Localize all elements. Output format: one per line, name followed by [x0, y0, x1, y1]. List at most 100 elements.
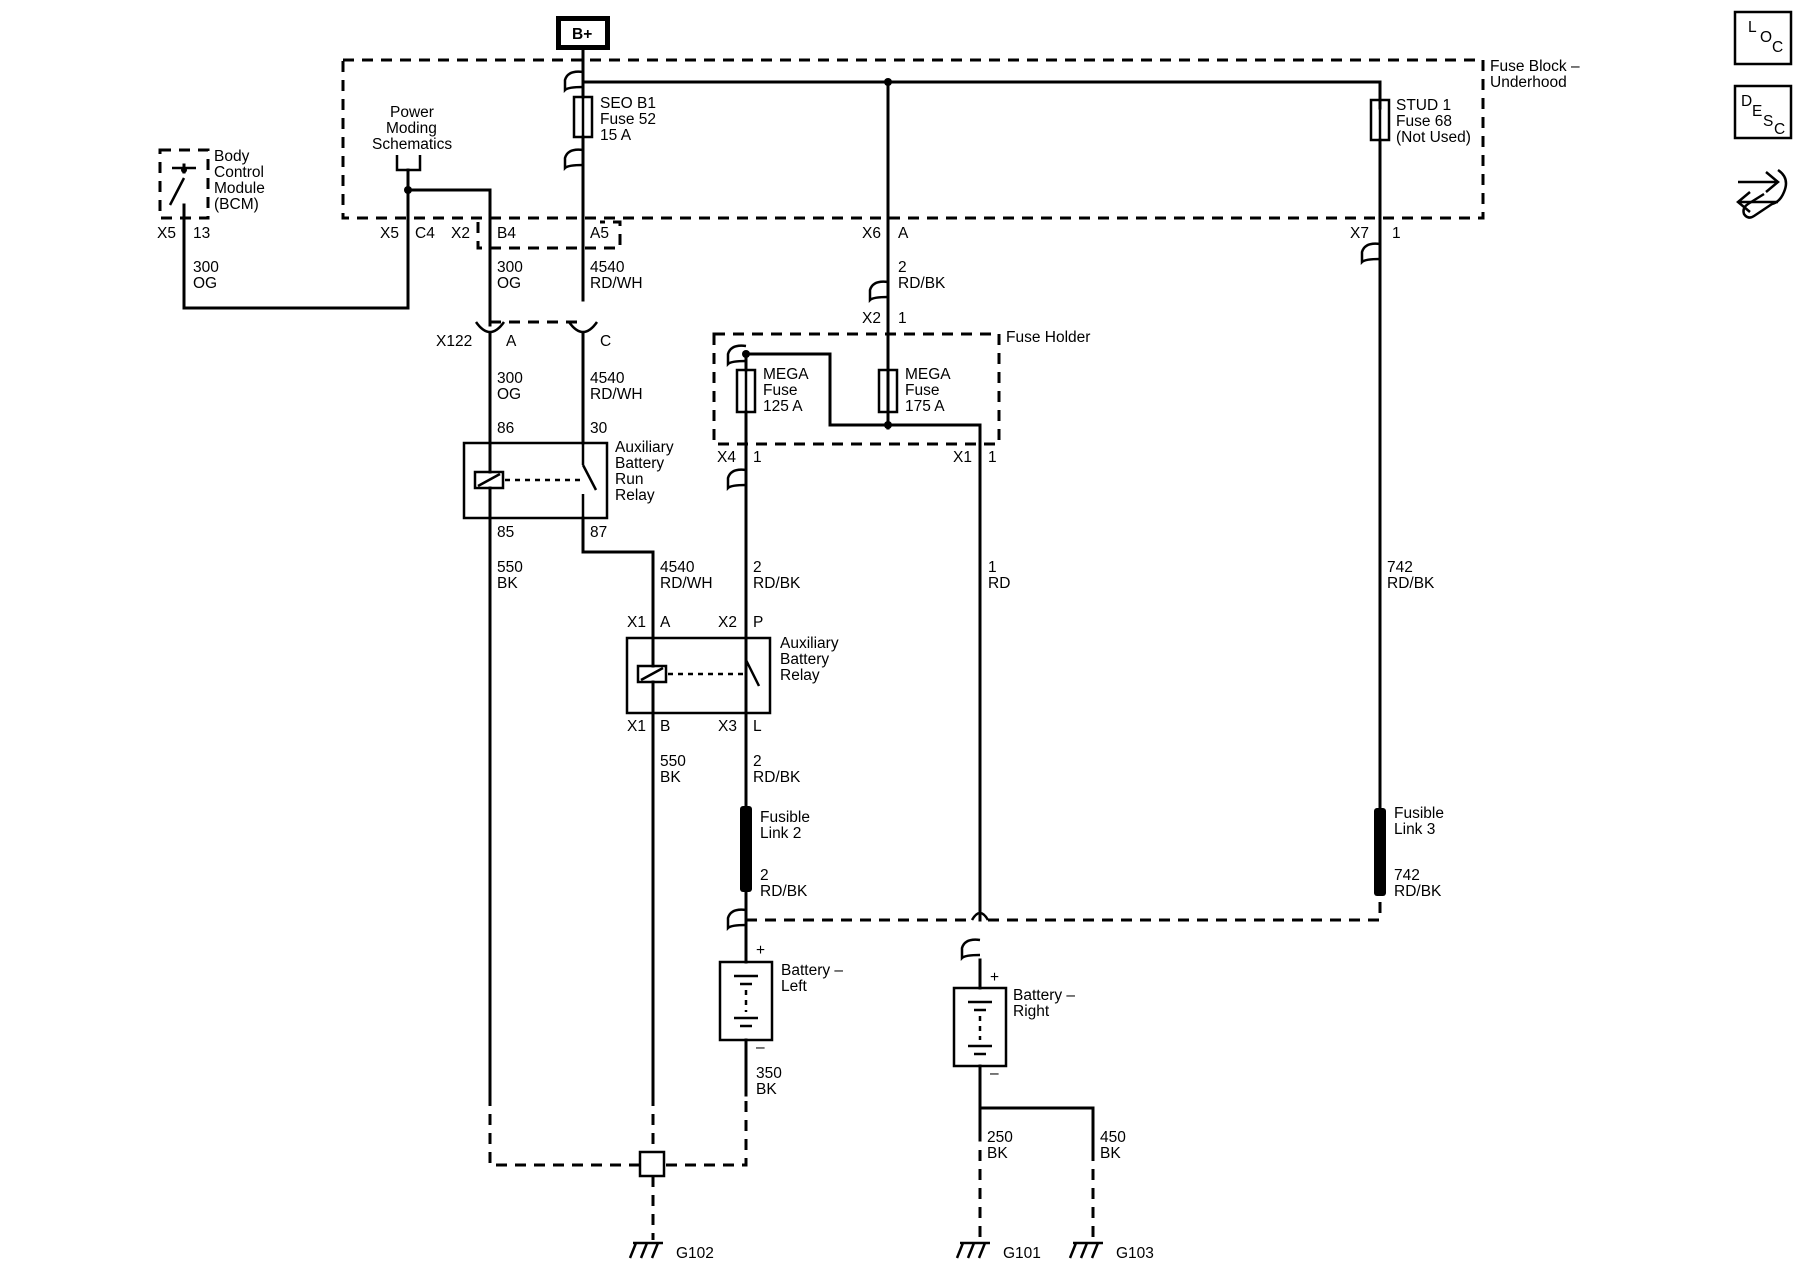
svg-text:X1: X1: [627, 718, 646, 735]
top-bus-wire: [581, 48, 1382, 110]
svg-text:X2: X2: [862, 310, 881, 327]
svg-text:RD/BK: RD/BK: [753, 769, 801, 786]
ground-splice-box: [638, 1150, 666, 1178]
svg-text:O: O: [1760, 29, 1772, 46]
svg-text:RD/BK: RD/BK: [898, 275, 946, 292]
svg-text:Run: Run: [615, 471, 643, 488]
svg-text:742: 742: [1394, 867, 1420, 884]
svg-text:RD: RD: [988, 575, 1010, 592]
svg-text:C: C: [1772, 39, 1783, 56]
svg-text:125 A: 125 A: [763, 398, 803, 415]
svg-text:MEGA: MEGA: [763, 366, 809, 383]
connector-hook: [563, 70, 584, 94]
svg-text:1: 1: [988, 449, 997, 466]
svg-text:Battery: Battery: [780, 651, 829, 668]
auxiliary-battery-run-relay: 86 30 85 87 Auxiliary Battery Run Relay: [462, 420, 674, 541]
connector-hook: [868, 280, 889, 304]
svg-text:X5: X5: [157, 225, 176, 242]
svg-text:Relay: Relay: [615, 487, 655, 504]
bidirectional-arrow-wrench-icon[interactable]: [1736, 168, 1788, 219]
svg-text:300: 300: [497, 370, 523, 387]
svg-text:X1: X1: [953, 449, 972, 466]
svg-text:Moding: Moding: [386, 120, 437, 137]
svg-text:Battery: Battery: [615, 455, 664, 472]
svg-text:Fuse: Fuse: [905, 382, 939, 399]
svg-text:X122: X122: [436, 333, 472, 350]
svg-text:X2: X2: [451, 225, 470, 242]
svg-text:Control: Control: [214, 164, 264, 181]
svg-text:742: 742: [1387, 559, 1413, 576]
svg-text:C: C: [1774, 121, 1785, 138]
svg-text:G102: G102: [676, 1245, 714, 1262]
desc-button[interactable]: D E S C: [1733, 84, 1793, 140]
svg-text:BK: BK: [1100, 1145, 1121, 1162]
fuse-stud-1: STUD 1 Fuse 68 (Not Used): [1369, 97, 1471, 810]
svg-text:RD/BK: RD/BK: [760, 883, 808, 900]
wire-hop: [970, 911, 990, 921]
x122-connector-c: [567, 321, 599, 334]
svg-text:Fuse Holder: Fuse Holder: [1006, 329, 1090, 346]
svg-text:OG: OG: [193, 275, 217, 292]
svg-text:B4: B4: [497, 225, 516, 242]
svg-text:OG: OG: [497, 275, 521, 292]
svg-text:1: 1: [898, 310, 907, 327]
svg-text:A5: A5: [590, 225, 609, 242]
svg-text:4540: 4540: [590, 370, 625, 387]
svg-text:S: S: [1763, 113, 1773, 130]
svg-text:RD/BK: RD/BK: [753, 575, 801, 592]
fusible-link-3: Fusible Link 3 742 RD/BK: [1374, 805, 1444, 900]
svg-text:Fuse 52: Fuse 52: [600, 111, 656, 128]
svg-text:15 A: 15 A: [600, 127, 632, 144]
svg-text:RD/BK: RD/BK: [1387, 575, 1435, 592]
fuse-block-label-2: Underhood: [1490, 74, 1567, 91]
svg-text:Link 2: Link 2: [760, 825, 801, 842]
power-moding-label: Power: [390, 104, 434, 121]
svg-text:Link 3: Link 3: [1394, 821, 1435, 838]
svg-text:2: 2: [753, 559, 762, 576]
svg-text:1: 1: [988, 559, 997, 576]
svg-text:C: C: [600, 333, 611, 350]
svg-text:13: 13: [193, 225, 210, 242]
connector-hook: [726, 908, 747, 932]
svg-text:Auxiliary: Auxiliary: [615, 439, 674, 456]
mega-fuse-175a: MEGA Fuse 175 A: [877, 366, 951, 429]
svg-text:–: –: [756, 1039, 765, 1056]
svg-text:2: 2: [898, 259, 907, 276]
svg-text:P: P: [753, 614, 763, 631]
loc-button[interactable]: L O C: [1733, 10, 1793, 66]
svg-text:RD/WH: RD/WH: [590, 275, 643, 292]
fuse-block-label: Fuse Block –: [1490, 58, 1580, 75]
fuse-holder-boundary: [712, 332, 1001, 446]
bcm-switch: [168, 163, 196, 220]
ground-dashed-link: [488, 1095, 748, 1167]
svg-text:Right: Right: [1013, 1003, 1050, 1020]
svg-text:Fuse: Fuse: [763, 382, 797, 399]
ground-g103-icon: G103: [1068, 1241, 1154, 1262]
svg-text:1: 1: [1392, 225, 1401, 242]
svg-text:RD/WH: RD/WH: [590, 386, 643, 403]
power-moding-connector: [395, 155, 422, 172]
wire-300-og-b4: [406, 168, 492, 327]
svg-text:C4: C4: [415, 225, 435, 242]
svg-text:4540: 4540: [660, 559, 695, 576]
svg-text:175 A: 175 A: [905, 398, 945, 415]
svg-text:SEO B1: SEO B1: [600, 95, 656, 112]
svg-text:450: 450: [1100, 1129, 1126, 1146]
dashed-cross-link: [746, 896, 1382, 922]
svg-text:550: 550: [497, 559, 523, 576]
svg-text:300: 300: [193, 259, 219, 276]
x122-connector-a: [474, 321, 506, 334]
svg-text:Fusible: Fusible: [760, 809, 810, 826]
svg-text:X3: X3: [718, 718, 737, 735]
svg-text:BK: BK: [987, 1145, 1008, 1162]
svg-text:X2: X2: [718, 614, 737, 631]
svg-text:B+: B+: [572, 26, 592, 43]
svg-text:Battery –: Battery –: [781, 962, 843, 979]
svg-text:Module: Module: [214, 180, 265, 197]
svg-text:Schematics: Schematics: [372, 136, 452, 153]
svg-text:(Not Used): (Not Used): [1396, 129, 1471, 146]
battery-left: + – Battery – Left 350 BK: [718, 938, 843, 1098]
svg-text:Fuse 68: Fuse 68: [1396, 113, 1452, 130]
svg-text:L: L: [1748, 19, 1757, 36]
